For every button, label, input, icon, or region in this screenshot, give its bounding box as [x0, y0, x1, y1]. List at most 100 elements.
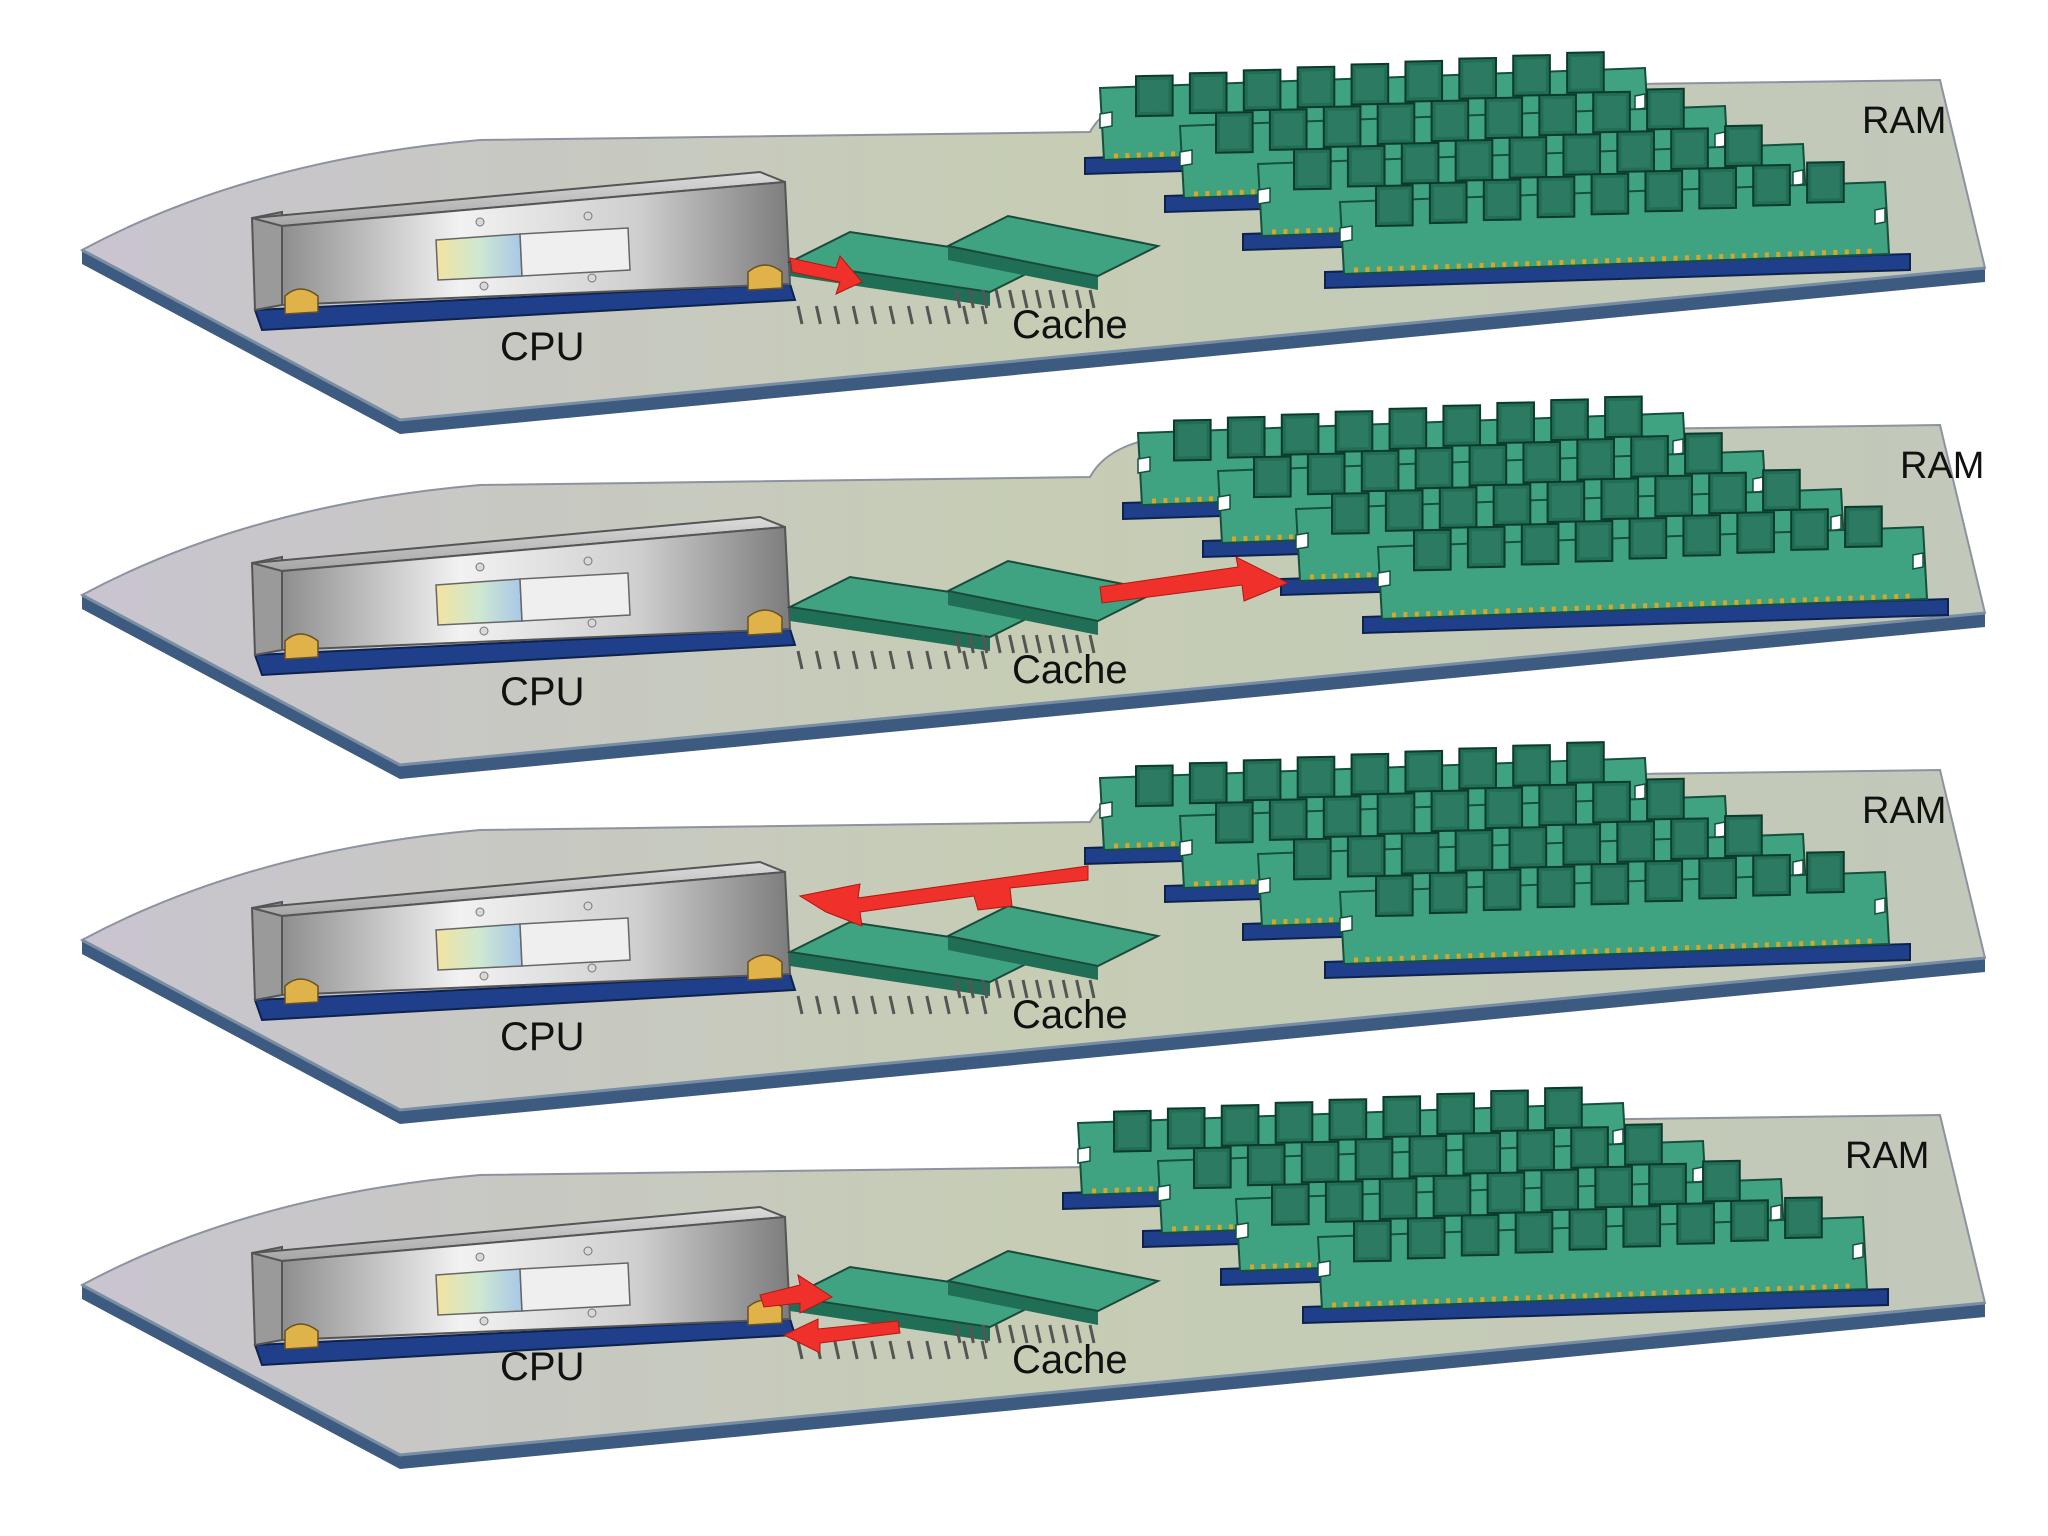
- ram-memory-chip-face: [1225, 1109, 1255, 1142]
- ram-contact: [1811, 1284, 1816, 1290]
- ram-contact: [1905, 593, 1910, 599]
- ram-contact: [1490, 262, 1495, 268]
- ram-contact: [1216, 190, 1221, 196]
- chip-pin: [851, 650, 859, 670]
- chip-pin: [833, 650, 841, 670]
- ram-contact: [1537, 1294, 1542, 1300]
- ram-memory-chip-face: [1527, 445, 1557, 479]
- ram-contact: [1802, 597, 1807, 603]
- ram-memory-chip-face: [1659, 479, 1688, 513]
- ram-contact: [1620, 604, 1625, 610]
- ram-contact: [1483, 609, 1488, 615]
- ram-memory-chip-face: [1621, 825, 1650, 858]
- ram-memory-chip-face: [1118, 1114, 1147, 1148]
- ram-contact: [1867, 938, 1872, 944]
- ram-memory-chip-face: [1649, 174, 1679, 208]
- cpu-screw: [583, 901, 593, 911]
- ram-contact: [1814, 596, 1819, 602]
- ram-contact: [1149, 1186, 1154, 1192]
- cpu-screw: [587, 1308, 597, 1318]
- chip-pin: [962, 1340, 970, 1360]
- ram-memory-chip-face: [1487, 873, 1517, 907]
- ram-contact: [1844, 939, 1849, 945]
- ram-contact: [1799, 251, 1804, 257]
- ram-memory-chip-face: [1327, 800, 1357, 833]
- ram-contact: [1494, 608, 1499, 614]
- ram-memory-chip-face: [1681, 1207, 1710, 1240]
- ram-contact: [1456, 263, 1461, 269]
- ram-contact: [1765, 1286, 1770, 1292]
- ram-notch: [1339, 915, 1353, 933]
- cache-chip: [944, 559, 1162, 654]
- ram-contact: [1845, 1283, 1850, 1289]
- chip-pin: [870, 305, 878, 325]
- ram-memory-chip-face: [1497, 488, 1527, 521]
- data-arrow: [789, 254, 863, 295]
- chip-pin: [980, 1340, 988, 1360]
- ram-notch: [1792, 169, 1804, 187]
- ram-contact: [1411, 265, 1416, 271]
- chip-pin: [1075, 979, 1083, 999]
- chip-pin: [1075, 634, 1083, 654]
- ram-contact: [1742, 253, 1747, 259]
- ram-contact: [1171, 841, 1176, 847]
- ram-memory-chip-face: [1575, 1131, 1604, 1164]
- ram-contact: [1643, 603, 1648, 609]
- ram-memory-chip-face: [1545, 1173, 1575, 1207]
- ram-memory-chip-face: [1358, 1224, 1387, 1258]
- ram-notch: [1874, 207, 1886, 225]
- ram-memory-chip-face: [1467, 1136, 1497, 1170]
- chip-pin: [888, 305, 896, 325]
- cpu-screw: [475, 217, 485, 227]
- ram-contact: [1343, 1302, 1348, 1308]
- ram-contact: [1502, 952, 1507, 958]
- ram-contact: [1197, 496, 1202, 502]
- ram-memory-chip-face: [1605, 482, 1635, 516]
- ram-contact: [1639, 257, 1644, 263]
- cpu-sticker: [435, 923, 523, 971]
- ram-contact: [1837, 596, 1842, 602]
- ram-contact: [1677, 602, 1682, 608]
- ram-contact: [1446, 1298, 1451, 1304]
- chip-pin: [870, 650, 878, 670]
- ram-contact: [1261, 1264, 1266, 1270]
- ram-contact: [1152, 498, 1156, 504]
- ram-contact: [1460, 609, 1465, 615]
- chip-pin: [967, 634, 975, 654]
- ram-contact: [1243, 536, 1248, 542]
- ram-memory-chip-face: [1849, 510, 1878, 543]
- ram-memory-chip-face: [1599, 1170, 1628, 1204]
- ram-memory-chip-face: [1351, 839, 1381, 873]
- ram-label: RAM: [1900, 445, 1984, 487]
- ram-contact: [1137, 1186, 1142, 1192]
- chip-pin: [796, 650, 804, 670]
- ram-contact: [1708, 1288, 1713, 1294]
- ram-memory-chip-face: [1381, 107, 1411, 140]
- chip-pin: [1075, 289, 1083, 309]
- ram-contact: [1776, 941, 1781, 947]
- board-outline: [81, 1283, 1986, 1457]
- ram-memory-chip-face: [1463, 62, 1492, 95]
- ram-contact: [1206, 1225, 1211, 1231]
- ram-contact: [1650, 256, 1655, 262]
- ram-label: RAM: [1862, 790, 1946, 832]
- ram-contact: [1551, 606, 1556, 612]
- ram-notch: [1217, 494, 1231, 512]
- cache-label: Cache: [1012, 303, 1128, 347]
- ram-label: RAM: [1862, 100, 1946, 142]
- ram-contact: [1583, 1293, 1588, 1299]
- cpu-screw: [479, 626, 489, 636]
- chip-pin: [796, 995, 804, 1015]
- chip-pin: [796, 305, 804, 325]
- ram-contact: [1159, 841, 1164, 847]
- ram-notch: [1137, 456, 1151, 474]
- ram-contact: [1685, 1289, 1690, 1295]
- ram-contact: [1617, 1292, 1622, 1298]
- ram-contact: [1517, 607, 1522, 613]
- ram-contact: [1306, 228, 1311, 234]
- data-arrow-shape: [759, 1273, 834, 1314]
- ram-contact: [1745, 599, 1750, 605]
- cpu-sticker: [519, 227, 631, 277]
- ram-memory-chip-face: [1513, 141, 1543, 174]
- chip-pin: [1048, 634, 1056, 654]
